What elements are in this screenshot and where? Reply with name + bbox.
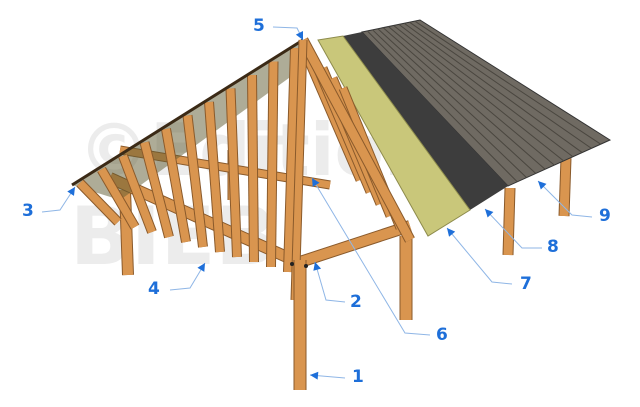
rafter-face <box>119 154 156 234</box>
leader-line-3 <box>41 186 76 213</box>
back-post-face <box>503 187 515 256</box>
shingle-course <box>388 26 555 166</box>
callout-9: 9 <box>599 206 611 226</box>
shingle-course <box>377 28 537 174</box>
back-post-face <box>559 157 571 217</box>
rafter-face <box>162 128 190 243</box>
shingle-course <box>409 21 592 149</box>
shingle-course <box>414 20 602 145</box>
leader-line-6 <box>311 177 431 336</box>
jack-rafter-face <box>299 46 364 182</box>
front-right-beam-face <box>298 221 412 267</box>
shingle-course <box>393 25 564 162</box>
leader-line-2 <box>314 261 346 303</box>
arrowhead-8 <box>485 209 494 218</box>
callout-1: 1 <box>352 367 364 387</box>
leader-line-9 <box>537 180 593 218</box>
rafter-face <box>226 88 241 258</box>
rafter-face <box>267 61 278 268</box>
arrowhead-1 <box>310 371 319 380</box>
sheathing-panel <box>317 35 471 237</box>
arrowhead-5 <box>295 31 303 40</box>
rafter-face <box>140 141 173 239</box>
eave-fascia <box>71 38 304 187</box>
callout-8: 8 <box>547 237 559 257</box>
arrowhead-2 <box>313 262 322 271</box>
rafter-face <box>98 167 139 230</box>
underlayment-membrane <box>343 32 508 210</box>
callout-3: 3 <box>22 201 34 221</box>
arrowhead-3 <box>67 187 75 196</box>
callout-2: 2 <box>350 292 362 312</box>
shingle-roofing <box>361 19 612 187</box>
shingle-course <box>403 22 583 153</box>
callout-5: 5 <box>253 16 265 36</box>
arrowhead-9 <box>538 181 547 190</box>
arrowhead-7 <box>447 228 456 237</box>
king-hip-rafter-face <box>291 39 307 301</box>
hip-rafter-face <box>299 37 414 243</box>
arrowhead-6 <box>312 178 320 187</box>
bolt <box>290 262 294 266</box>
rafter-face <box>248 74 258 263</box>
leader-line-4 <box>169 262 206 291</box>
rafter-face <box>284 47 299 273</box>
leader-line-7 <box>446 227 513 285</box>
callout-6: 6 <box>436 325 448 345</box>
rafter-face <box>205 101 224 253</box>
shingle-course <box>372 29 527 178</box>
shingle-course <box>382 27 546 170</box>
shingle-course <box>366 30 518 183</box>
callout-4: 4 <box>148 279 160 299</box>
callout-7: 7 <box>520 274 532 294</box>
rafter-face <box>183 115 207 248</box>
rafter-face <box>77 180 121 225</box>
leader-line-8 <box>484 208 542 249</box>
bolt <box>304 264 308 268</box>
arrowhead-4 <box>197 263 205 272</box>
shingle-course <box>398 23 574 158</box>
